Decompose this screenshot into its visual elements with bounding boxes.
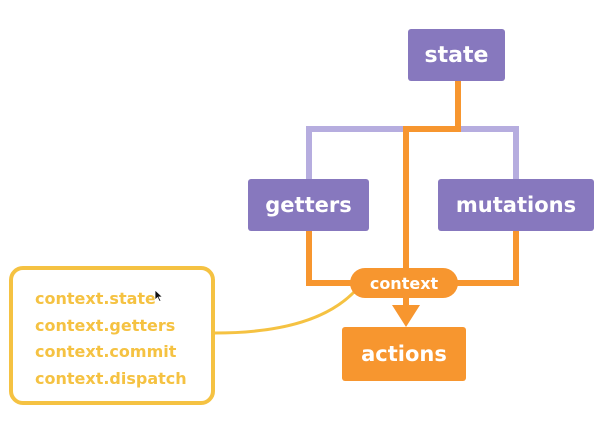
getters-to-context-line [306,231,356,286]
state-node: state [408,29,505,81]
getters-node: getters [248,179,369,231]
mouse-cursor-icon [154,289,164,303]
context-callout-curve [214,288,358,335]
mutations-to-context-line [452,231,519,286]
state-to-actions-line [403,81,461,312]
context-commit-item: context.commit [35,342,177,361]
context-pill: context [350,268,458,298]
actions-node: actions [342,327,466,381]
context-members-box: context.state context.getters context.co… [9,266,215,405]
state-to-getters-mutations-line [306,126,519,179]
context-getters-item: context.getters [35,315,176,335]
mutations-node: mutations [438,179,594,231]
context-dispatch-item: context.dispatch [35,368,187,388]
context-state-item: context.state [35,289,156,308]
actions-arrowhead [392,305,420,327]
